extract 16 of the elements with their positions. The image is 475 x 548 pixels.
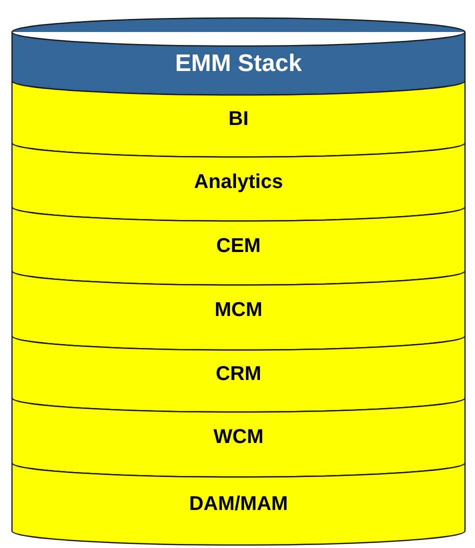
cylinder-layer	[12, 271, 465, 350]
stack-title: EMM Stack	[174, 50, 303, 78]
layer-label: WCM	[212, 426, 264, 449]
layer-label: Analytics	[193, 170, 284, 194]
layer-label: CRM	[214, 362, 262, 386]
cylinder-layer	[12, 398, 465, 477]
cylinder-layer	[12, 207, 465, 285]
layer-label: BI	[228, 108, 250, 130]
cylinder-layer	[12, 463, 465, 545]
layer-label: CEM	[215, 234, 262, 258]
cylinder-top-layer	[12, 18, 465, 95]
layer-label: MCM	[214, 299, 264, 322]
layer-label: DAM/MAM	[188, 492, 289, 516]
cylinder-layer	[12, 336, 465, 412]
cylinder-layer	[12, 81, 465, 157]
cylinder-layer	[12, 143, 465, 221]
